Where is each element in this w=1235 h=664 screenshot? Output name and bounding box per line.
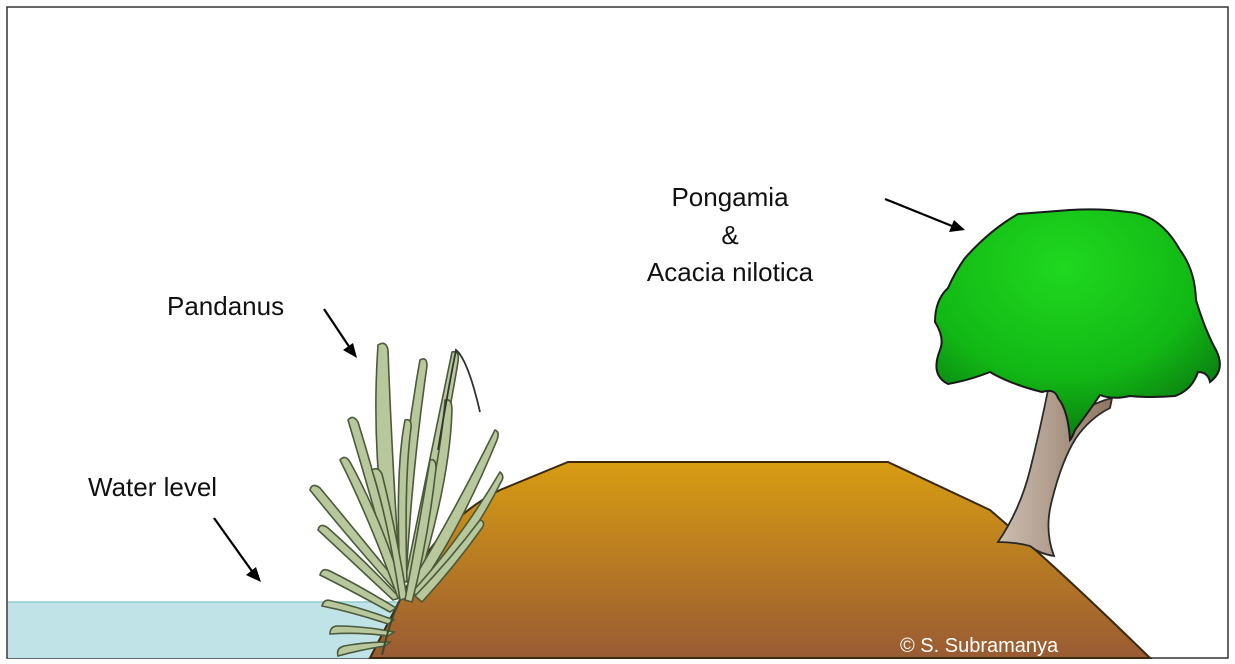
label-water-level: Water level bbox=[88, 472, 217, 502]
label-ampersand: & bbox=[721, 220, 738, 250]
label-acacia-nilotica: Acacia nilotica bbox=[647, 257, 814, 287]
copyright-credit: © S. Subramanya bbox=[900, 635, 1059, 657]
label-pandanus: Pandanus bbox=[167, 291, 284, 321]
label-pongamia: Pongamia bbox=[671, 182, 789, 212]
